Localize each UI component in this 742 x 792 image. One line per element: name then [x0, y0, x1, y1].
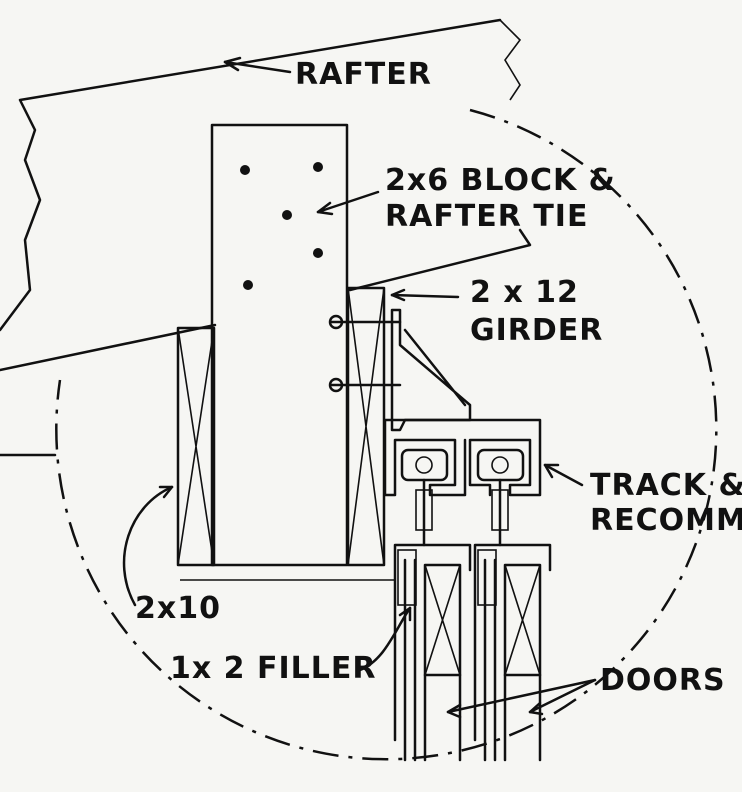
roller-left: [400, 448, 449, 482]
hangers: [422, 478, 502, 547]
nail-hole: [313, 248, 323, 258]
label-block-line1: 2x6 BLOCK &: [385, 163, 616, 198]
bolt-head: [328, 314, 344, 330]
label-block-line2: RAFTER TIE: [385, 199, 588, 234]
roller-right: [476, 448, 525, 482]
door-top-right: [473, 543, 552, 742]
label-doors: DOORS: [600, 663, 726, 698]
leader-lines: [122, 56, 597, 719]
label-stud-2x10: 2x10: [135, 591, 221, 626]
rafter: [0, 18, 532, 372]
filler-right: [477, 549, 497, 606]
hanger-bolt: [415, 489, 433, 531]
label-track-line2: RECOMME: [590, 503, 742, 538]
door-top-left: [393, 543, 472, 742]
door-right-cross: [504, 564, 541, 676]
label-girder-line2: GIRDER: [470, 313, 603, 348]
label-rafter: RAFTER: [295, 57, 432, 92]
label-filler: 1x 2 FILLER: [170, 651, 376, 686]
stud-2x10: [176, 326, 216, 567]
label-track-line1: TRACK &: [590, 468, 742, 503]
hanger-bolt: [491, 489, 509, 531]
filler-left: [397, 549, 417, 606]
track-bracket: [390, 308, 472, 432]
nail-hole: [240, 165, 250, 175]
bolts: [330, 320, 402, 387]
door-left-cross: [424, 564, 461, 676]
nail-hole: [243, 280, 253, 290]
door-right-panel: [503, 563, 542, 677]
rafter-break-edge: [499, 19, 522, 101]
roller-wheel: [491, 456, 509, 474]
stud-cross: [177, 327, 215, 566]
door-left-panel: [423, 563, 462, 677]
girder-cross: [347, 287, 385, 566]
label-girder-line1: 2 x 12: [470, 275, 579, 310]
track-housing: [383, 418, 542, 497]
roller-wheel: [415, 456, 433, 474]
nail-hole: [282, 210, 292, 220]
detail-circle: [55, 108, 718, 761]
block-rafter-tie: [210, 123, 349, 567]
bolt-head: [328, 377, 344, 393]
nail-hole: [313, 162, 323, 172]
